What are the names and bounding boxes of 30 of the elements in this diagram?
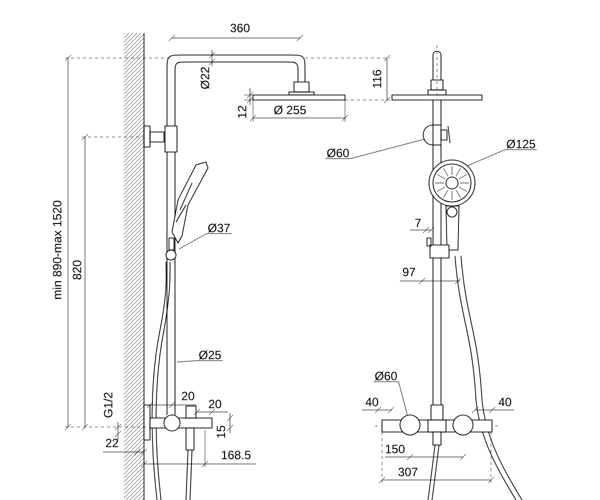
dimension-label: min 890-max 1520 xyxy=(52,200,62,299)
dimension-label: 20 xyxy=(182,392,194,400)
dimension-label: 97 xyxy=(402,268,416,276)
valve-handle xyxy=(400,414,420,436)
diameter-label: Ø25 xyxy=(199,350,221,360)
dimension-label: 40 xyxy=(498,398,512,406)
diameter-label: Ø125 xyxy=(506,140,536,148)
leader-line xyxy=(178,233,232,250)
dimension-label: 820 xyxy=(72,260,82,280)
dimension-label: 360 xyxy=(230,24,250,32)
leader-line xyxy=(466,149,538,166)
dimension-label: Ø22 xyxy=(200,67,210,89)
leader-line xyxy=(373,381,408,416)
dimension-label: 12 xyxy=(238,106,246,118)
dimension-label: 20 xyxy=(208,400,222,408)
dimension-label: 15 xyxy=(216,426,226,438)
dimension-label: 307 xyxy=(398,468,418,476)
dimension-label: 116 xyxy=(372,70,382,88)
dimension-label: G1/2 xyxy=(104,392,112,418)
dimension-label: 168.5 xyxy=(222,450,250,460)
diameter-label: Ø37 xyxy=(208,224,230,232)
dimension-label: 7 xyxy=(415,218,421,228)
leader-line xyxy=(325,138,426,159)
dimension-label: 40 xyxy=(366,398,378,406)
leader-line xyxy=(176,360,223,362)
dimension-label: 150 xyxy=(386,444,405,454)
diameter-label: Ø60 xyxy=(327,148,349,158)
dimension-label: 22 xyxy=(106,438,118,448)
dimension-label: Ø 255 xyxy=(274,106,306,114)
diameter-label: Ø60 xyxy=(375,372,397,380)
